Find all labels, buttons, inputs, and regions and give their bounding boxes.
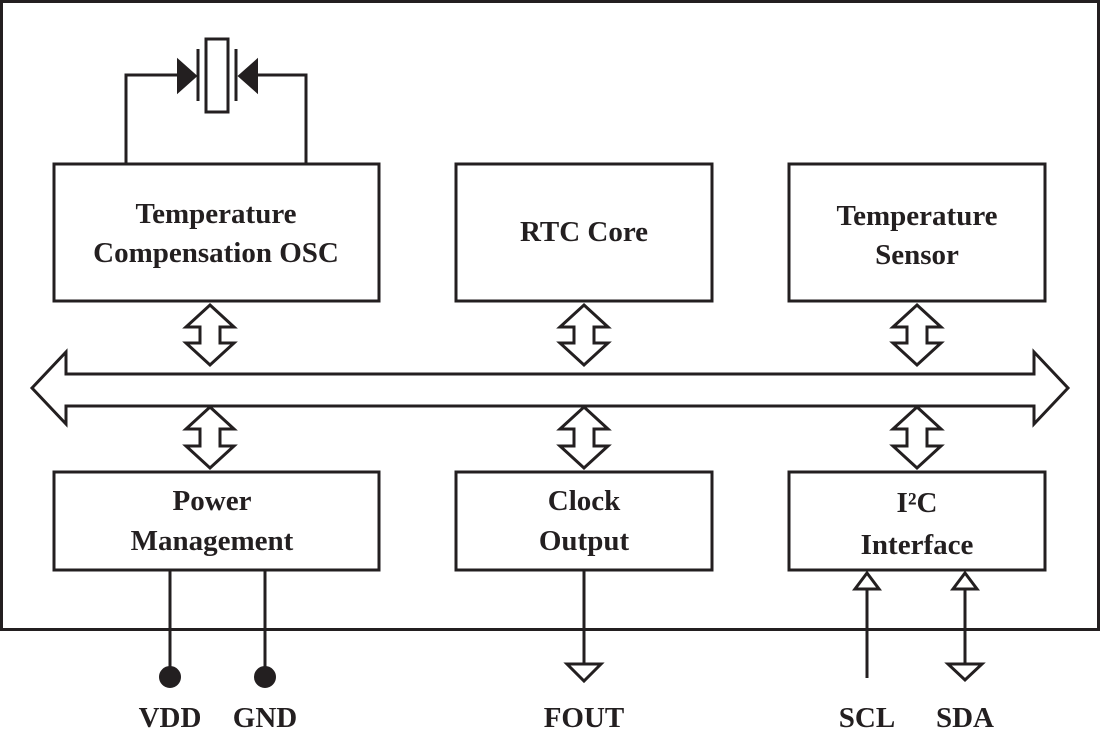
scl-label: SCL xyxy=(839,702,895,731)
i2c-interface-label-2: Interface xyxy=(861,529,974,561)
osc-bus-arrow xyxy=(182,302,238,368)
crystal-oscillator-icon xyxy=(124,37,308,163)
clock-output-bus-arrow xyxy=(556,404,612,471)
power-management-label-2: Management xyxy=(131,525,294,557)
clock-output-label-2: Output xyxy=(539,525,630,557)
gnd-pin xyxy=(254,570,276,688)
rtc-core-label: RTC Core xyxy=(520,216,648,248)
clock-output-label-1: Clock xyxy=(548,485,621,517)
fout-label: FOUT xyxy=(544,702,625,731)
power-bus-arrow xyxy=(182,404,238,471)
temperature-sensor-label-1: Temperature xyxy=(836,200,997,232)
vdd-pin xyxy=(159,570,181,688)
internal-bus-arrow xyxy=(29,348,1071,428)
scl-pin xyxy=(852,570,882,678)
i2c-bus-arrow xyxy=(889,404,945,471)
fout-pin xyxy=(563,570,605,684)
rtc-core-bus-arrow xyxy=(556,302,612,368)
temperature-sensor-block: Temperature Sensor xyxy=(787,162,1047,303)
temperature-compensation-osc-label-1: Temperature xyxy=(135,198,296,230)
sda-label: SDA xyxy=(936,702,994,731)
clock-output-block: Clock Output xyxy=(454,470,714,572)
power-management-block: Power Management xyxy=(52,470,381,572)
temperature-compensation-osc-block: Temperature Compensation OSC xyxy=(52,162,381,303)
vdd-label: VDD xyxy=(139,702,202,731)
chip-outline xyxy=(0,0,1100,631)
i2c-interface-label-1: I²C xyxy=(897,487,938,519)
power-management-label-1: Power xyxy=(173,485,252,517)
rtc-core-block: RTC Core xyxy=(454,162,714,303)
temperature-sensor-label-2: Sensor xyxy=(875,239,959,271)
sda-pin xyxy=(944,570,986,683)
i2c-interface-block: I²C Interface xyxy=(787,470,1047,572)
gnd-label: GND xyxy=(233,702,297,731)
temp-sensor-bus-arrow xyxy=(889,302,945,368)
temperature-compensation-osc-label-2: Compensation OSC xyxy=(93,237,339,269)
